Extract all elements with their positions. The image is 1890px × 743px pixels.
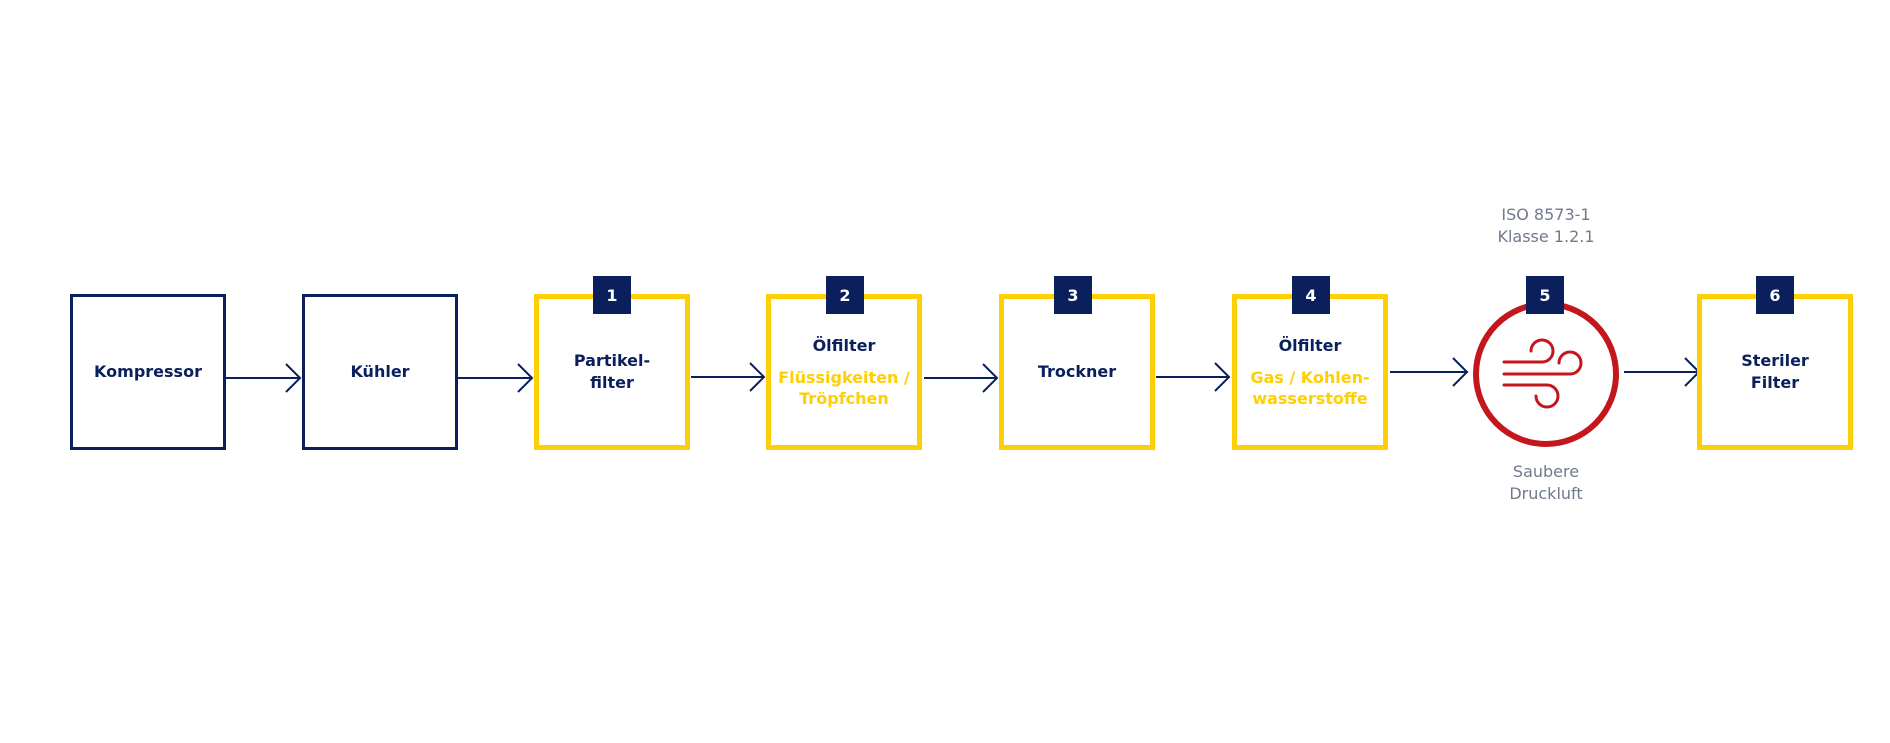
step-number-badge: 3: [1054, 276, 1092, 314]
step-number-badge: 2: [826, 276, 864, 314]
step-kuehler: Kühler: [302, 294, 458, 450]
step-oelfilter-gas: Ölfilter Gas / Kohlen- wasserstoffe: [1232, 294, 1388, 450]
step-label: Partikel- filter: [573, 351, 651, 392]
step-sublabel: Flüssigkeiten / Tröpfchen: [778, 368, 910, 408]
iso-class-note: ISO 8573-1 Klasse 1.2.1: [1497, 205, 1595, 246]
arrow-1: [226, 363, 302, 393]
step-sublabel: Gas / Kohlen- wasserstoffe: [1250, 368, 1370, 408]
step-label: Trockner: [1037, 362, 1117, 381]
step-number-badge: 4: [1292, 276, 1330, 314]
step-number-badge: 5: [1526, 276, 1564, 314]
step-label: Steriler Filter: [1741, 351, 1809, 392]
arrow-2: [458, 363, 534, 393]
arrow-5: [1156, 362, 1231, 392]
arrow-3: [691, 362, 766, 392]
arrow-6: [1390, 357, 1469, 387]
step-steriler-filter: Steriler Filter: [1697, 294, 1853, 450]
step-number-badge: 1: [593, 276, 631, 314]
step-number-badge: 6: [1756, 276, 1794, 314]
step-kompressor: Kompressor: [70, 294, 226, 450]
step-label: Ölfilter: [1278, 336, 1342, 355]
step-label: Kühler: [350, 362, 410, 381]
clean-air-note: Saubere Druckluft: [1509, 462, 1583, 503]
step-label: Ölfilter: [812, 336, 876, 355]
step-label: Kompressor: [94, 362, 202, 381]
arrow-4: [924, 363, 999, 393]
